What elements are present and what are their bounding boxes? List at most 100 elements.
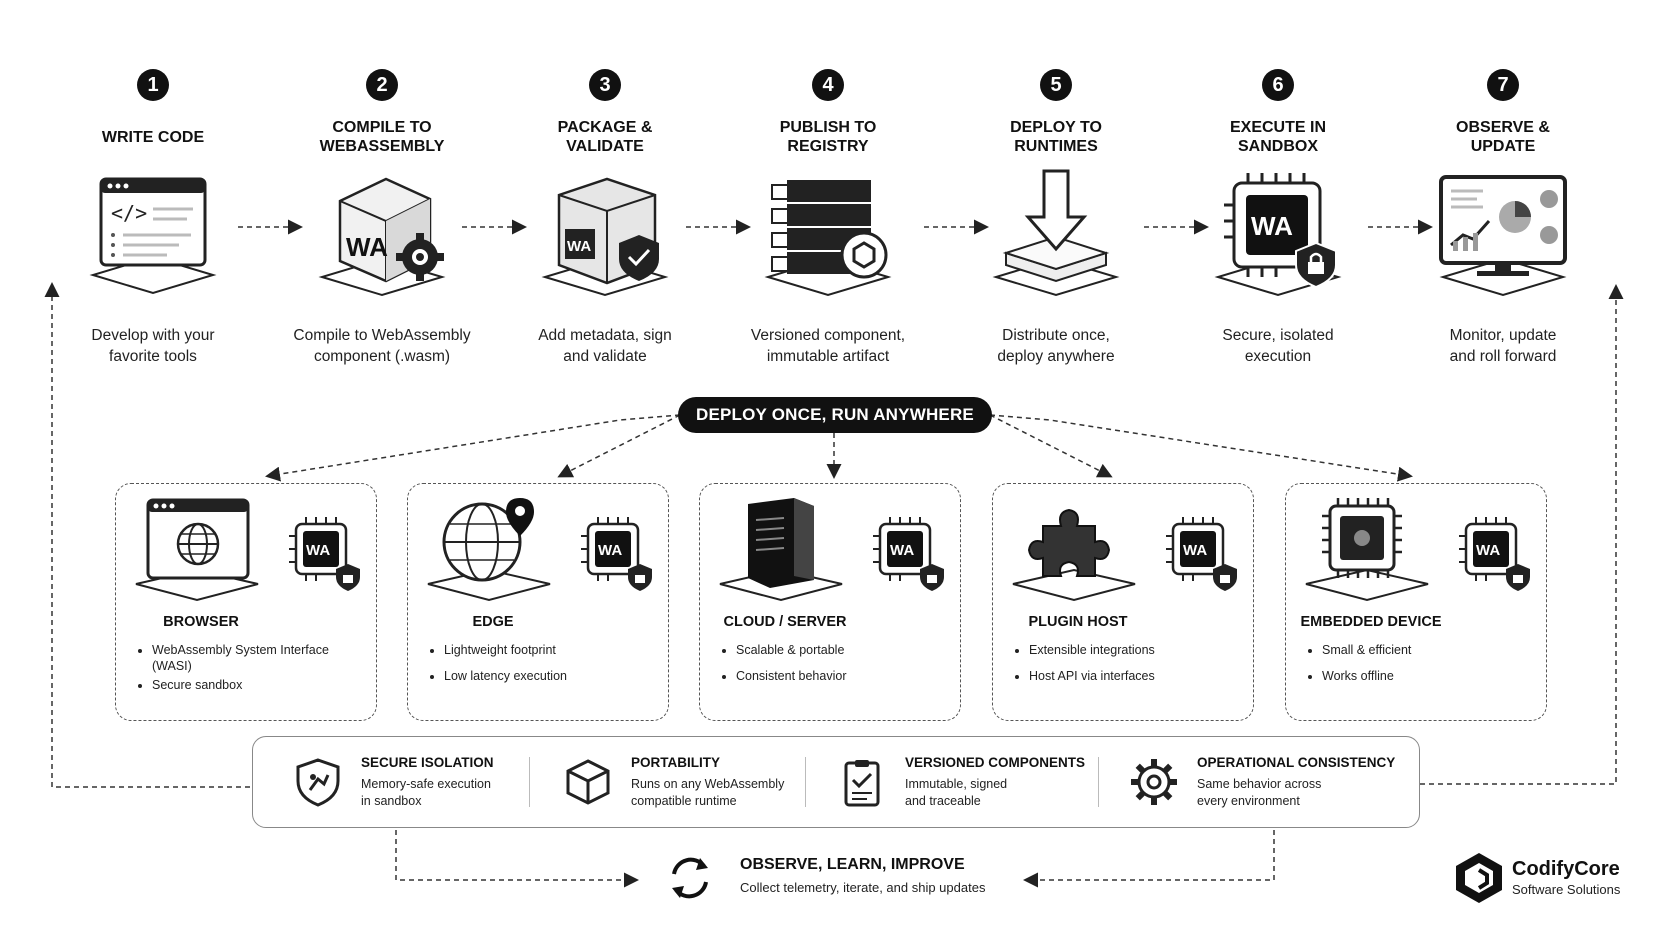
feature-description: Memory-safe execution in sandbox	[361, 777, 491, 808]
banner-arrow-browser	[265, 414, 681, 482]
step-6: 6 EXECUTE IN SANDBOX WA Secure, isolated…	[1168, 69, 1388, 365]
feature-title: SECURE ISOLATION	[361, 755, 494, 770]
loop-arrow-left	[44, 282, 250, 788]
step-title: COMPILE TO WEBASSEMBLY	[319, 119, 445, 155]
feature-description: Runs on any WebAssembly compatible runti…	[631, 777, 785, 808]
banner-arrow-embedded	[989, 414, 1413, 482]
step-title: DEPLOY TO RUNTIMES	[1010, 119, 1102, 155]
wasm-chip-icon: WA	[1166, 517, 1237, 591]
wasm-chip-icon: WA	[1459, 517, 1530, 591]
wa-badge: WA	[890, 542, 914, 559]
globe-pin-icon	[427, 498, 551, 602]
loop-description: Collect telemetry, iterate, and ship upd…	[740, 880, 986, 895]
step-number: 2	[366, 69, 398, 101]
step-description: Monitor, update and roll forward	[1449, 327, 1557, 365]
step-description: Add metadata, sign and validate	[538, 327, 672, 365]
feature-description: Immutable, signed and traceable	[905, 777, 1008, 808]
list-item: Extensible integrations	[1029, 642, 1249, 658]
list-item: Host API via interfaces	[1029, 668, 1249, 684]
list-item: Scalable & portable	[736, 642, 956, 658]
deploy-once-banner: DEPLOY ONCE, RUN ANYWHERE	[678, 397, 992, 433]
step-1: 1 WRITE CODE </> Develop with your favor…	[43, 69, 263, 365]
target-embedded-device: WA EMBEDDED DEVICE Small & efficient Wor…	[1285, 483, 1547, 721]
wa-badge: WA	[346, 232, 388, 262]
list-item: Low latency execution	[444, 668, 664, 684]
feature-portability: PORTABILITY Runs on any WebAssembly comp…	[563, 737, 803, 827]
step-description: Distribute once, deploy anywhere	[997, 327, 1115, 365]
observe-arrow-right	[1023, 830, 1275, 888]
target-plugin-host: WA PLUGIN HOST Extensible integrations H…	[992, 483, 1254, 721]
step-description: Compile to WebAssembly component (.wasm)	[293, 327, 471, 365]
step-title: WRITE CODE	[101, 128, 205, 146]
feature-description: Same behavior across every environment	[1197, 777, 1322, 808]
server-rack-icon	[719, 498, 843, 602]
list-item: WebAssembly System Interface (WASI)	[152, 642, 372, 674]
target-bullets: Small & efficient Works offline	[1308, 642, 1542, 694]
list-item: Small & efficient	[1322, 642, 1542, 658]
puzzle-piece-icon	[1012, 508, 1136, 602]
target-name: PLUGIN HOST	[1028, 614, 1128, 630]
target-bullets: Scalable & portable Consistent behavior	[722, 642, 956, 694]
step-3: 3 PACKAGE & VALIDATE WA Add metadata, si…	[495, 69, 715, 365]
wasm-chip-icon: WA	[873, 517, 944, 591]
code-editor-icon: </>	[89, 177, 217, 295]
wa-badge: WA	[1183, 542, 1207, 559]
refresh-cycle-icon	[672, 857, 708, 899]
cube-icon	[566, 759, 610, 805]
wa-badge: WA	[567, 238, 591, 255]
wa-badge: WA	[1476, 542, 1500, 559]
feature-title: PORTABILITY	[631, 755, 720, 770]
feature-divider	[1098, 757, 1099, 807]
step-title: OBSERVE & UPDATE	[1456, 119, 1550, 155]
step-number: 5	[1040, 69, 1072, 101]
registry-server-icon	[764, 180, 892, 297]
target-name: BROWSER	[163, 614, 239, 630]
step-number: 7	[1487, 69, 1519, 101]
codifycore-logo-icon	[1456, 853, 1502, 903]
target-name: EDGE	[472, 614, 514, 630]
feature-secure-isolation: SECURE ISOLATION Memory-safe execution i…	[293, 737, 533, 827]
step-number: 4	[812, 69, 844, 101]
step-description: Develop with your favorite tools	[91, 327, 215, 365]
feature-title: OPERATIONAL CONSISTENCY	[1197, 755, 1396, 770]
step-7: 7 OBSERVE & UPDATE Monitor, update and r…	[1393, 69, 1613, 365]
sandbox-chip-lock-icon: WA	[1214, 173, 1342, 297]
browser-globe-icon	[135, 498, 259, 602]
feature-bar: SECURE ISOLATION Memory-safe execution i…	[252, 736, 1420, 828]
target-edge: WA EDGE Lightweight footprint Low latenc…	[407, 483, 669, 721]
step-number: 1	[137, 69, 169, 101]
step-title: PACKAGE & VALIDATE	[557, 119, 653, 155]
loop-arrow-right	[1420, 284, 1624, 785]
step-number: 3	[589, 69, 621, 101]
step-description: Versioned component, immutable artifact	[750, 327, 906, 365]
monitor-dashboard-icon	[1439, 175, 1567, 297]
gear-icon	[1131, 759, 1177, 805]
deploy-arrow-icon	[992, 169, 1120, 297]
feature-divider	[529, 757, 530, 807]
feature-title: VERSIONED COMPONENTS	[905, 755, 1086, 770]
step-4: 4 PUBLISH TO REGISTRY Versioned componen…	[718, 69, 938, 365]
step-title: EXECUTE IN SANDBOX	[1229, 119, 1326, 155]
list-item: Lightweight footprint	[444, 642, 664, 658]
step-2: 2 COMPILE TO WEBASSEMBLY WA Compile to W…	[272, 69, 492, 365]
brand-tagline: Software Solutions	[1512, 882, 1621, 897]
target-bullets: Extensible integrations Host API via int…	[1015, 642, 1249, 694]
wasm-chip-icon: WA	[289, 517, 360, 591]
clipboard-check-icon	[844, 760, 880, 807]
microchip-icon	[1305, 498, 1429, 602]
wa-badge: WA	[1251, 211, 1293, 241]
feature-operational-consistency: OPERATIONAL CONSISTENCY Same behavior ac…	[1129, 737, 1399, 827]
target-name: CLOUD / SERVER	[723, 614, 847, 630]
step-number: 6	[1262, 69, 1294, 101]
step-title: PUBLISH TO REGISTRY	[779, 119, 877, 155]
target-browser: WA BROWSER WebAssembly System Interface …	[115, 483, 377, 721]
brand-name: CodifyCore	[1512, 858, 1620, 880]
target-name: EMBEDDED DEVICE	[1300, 614, 1442, 630]
list-item: Secure sandbox	[152, 677, 372, 693]
wa-badge: WA	[306, 542, 330, 559]
wasm-chip-icon: WA	[581, 517, 652, 591]
target-bullets: Lightweight footprint Low latency execut…	[430, 642, 664, 694]
target-bullets: WebAssembly System Interface (WASI) Secu…	[138, 642, 372, 703]
package-shield-icon: WA	[541, 177, 669, 297]
